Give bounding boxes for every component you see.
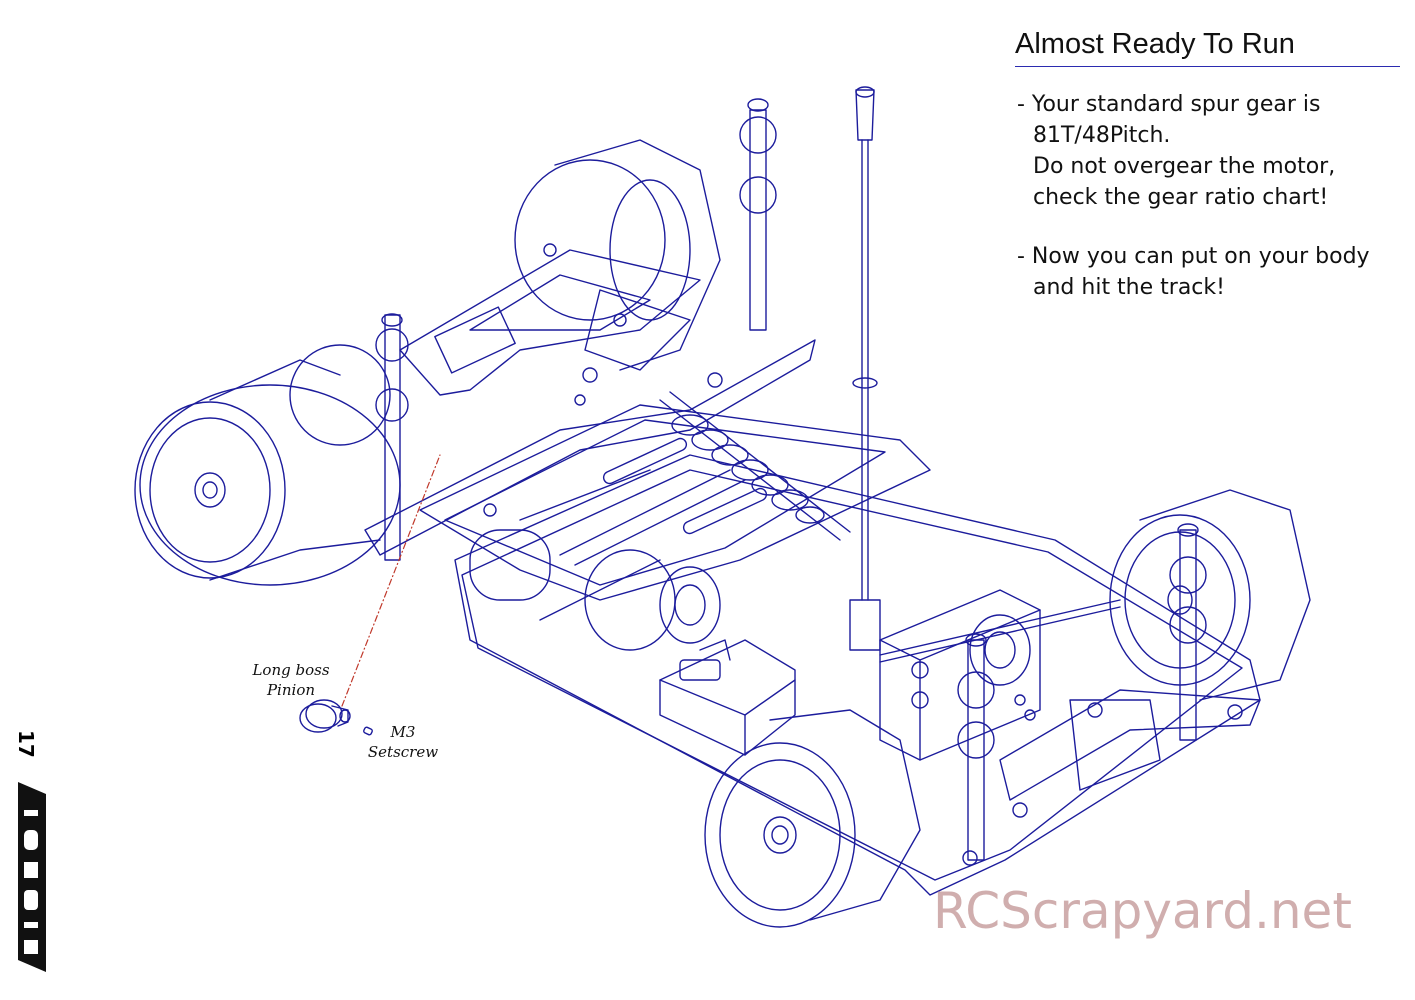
callout-line: Setscrew — [367, 743, 439, 761]
page-number: 17 — [14, 730, 38, 758]
brand-logo — [18, 782, 46, 972]
servo — [879, 589, 1041, 761]
center-shock — [659, 391, 851, 541]
callout-pinion: Long boss Pinion — [246, 660, 336, 700]
battery-pack — [469, 469, 721, 651]
instruction-line: 81T/48Pitch. — [1033, 123, 1171, 148]
watermark: RCScrapyard.net — [933, 882, 1352, 940]
receiver — [659, 639, 796, 756]
chassis-plate — [454, 454, 1261, 896]
callout-line: M3 — [390, 723, 416, 741]
pinion-gear — [299, 699, 373, 736]
instruction-line: and hit the track! — [1033, 275, 1225, 300]
wheel-front-left — [704, 709, 921, 928]
callout-line: Long boss — [252, 661, 330, 679]
instruction-body-note: - Now you can put on your body and hit t… — [1017, 241, 1402, 303]
instruction-gear-note: - Your standard spur gear is 81T/48Pitch… — [1017, 89, 1402, 213]
instruction-line: - Your standard spur gear is — [1017, 92, 1321, 117]
instruction-line: check the gear ratio chart! — [1033, 185, 1329, 210]
instruction-line: Do not overgear the motor, — [1033, 154, 1336, 179]
antenna — [849, 86, 881, 651]
section-title: Almost Ready To Run — [1015, 28, 1400, 67]
rear-shock-posts — [375, 98, 777, 561]
top-deck — [419, 404, 931, 601]
wheel-rear-left — [134, 344, 401, 586]
instruction-line: - Now you can put on your body — [1017, 244, 1370, 269]
wheel-rear-right — [514, 139, 721, 371]
front-kingpins — [879, 523, 1207, 861]
pinion-leader-line — [341, 454, 441, 707]
callout-setscrew: M3 Setscrew — [358, 722, 448, 762]
front-plate — [962, 689, 1261, 866]
rear-suspension — [364, 243, 816, 556]
callout-line: Pinion — [266, 681, 316, 699]
wheel-front-right — [1109, 489, 1311, 701]
